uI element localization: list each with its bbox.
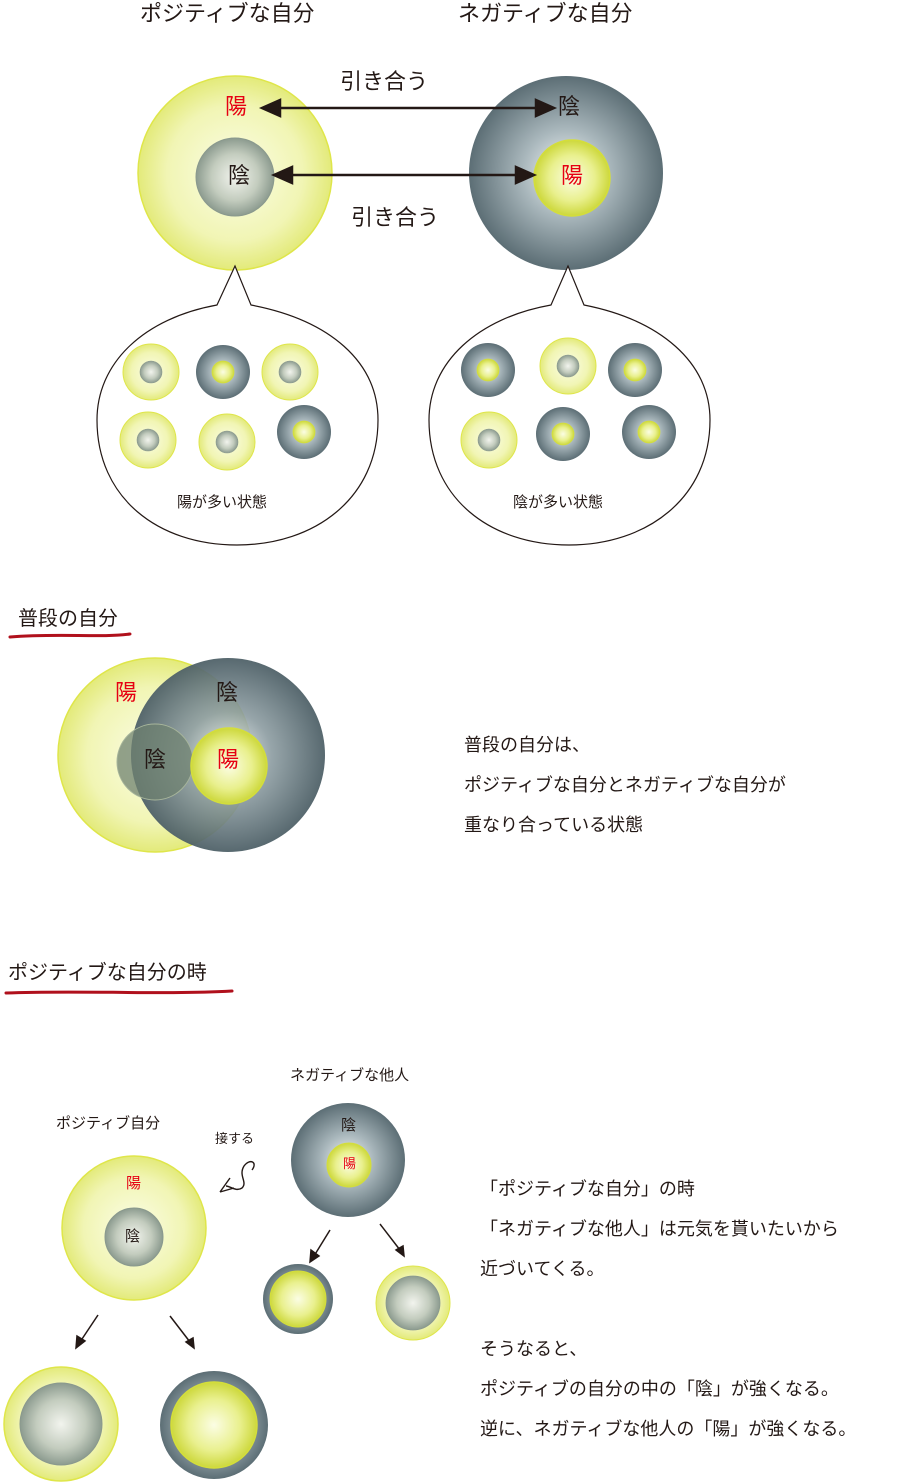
normal-description-line-1: 普段の自分は、 <box>464 735 590 756</box>
normal-inner-yang-label: 陽 <box>217 748 240 773</box>
mini-circle-inner <box>551 422 575 446</box>
negative-self-diagram <box>469 76 663 270</box>
positive-description-line-5: そうなると、 <box>480 1339 588 1360</box>
other-yin-label: 陰 <box>341 1116 357 1134</box>
mini-circle-inner <box>637 420 661 444</box>
mini-circle-inner <box>477 428 501 452</box>
positive-description-line-6: ポジティブの自分の中の「陰」が強くなる。 <box>480 1379 839 1400</box>
result-negative-other-right <box>375 1265 451 1341</box>
positive-inner-yin-circle <box>195 137 275 217</box>
negative-other-label: ネガティブな他人 <box>290 1066 410 1084</box>
result-positive-self-right <box>160 1371 268 1479</box>
positive-description-line-1: 「ポジティブな自分」の時 <box>480 1179 695 1200</box>
normal-description-line-3: 重なり合っている状態 <box>464 815 644 836</box>
positive-bubble-caption: 陽が多い状態 <box>177 493 268 511</box>
positive-description: 「ポジティブな自分」の時 「ネガティブな他人」は元気を貰いたいから 近づいてくる… <box>480 1170 856 1450</box>
negative-self-title: ネガティブな自分 <box>458 2 633 27</box>
positive-self-label: ポジティブ自分 <box>56 1114 161 1132</box>
self-yin-label: 陰 <box>125 1227 141 1245</box>
mini-circle-inner <box>211 360 235 384</box>
positive-description-line-7: 逆に、ネガティブな他人の「陽」が強くなる。 <box>480 1419 857 1440</box>
negative-other-diagram <box>291 1103 405 1217</box>
normal-self-diagram <box>57 657 325 853</box>
split-arrows <box>75 1223 405 1350</box>
positive-self-title: ポジティブな自分 <box>140 2 315 27</box>
mini-circle-inner <box>278 360 302 384</box>
positive-yin-label: 陰 <box>228 164 251 189</box>
mini-circle-inner <box>556 354 580 378</box>
attract-label-top: 引き合う <box>340 70 429 95</box>
mini-circle-inner <box>623 358 647 382</box>
negative-yang-label: 陽 <box>561 164 584 189</box>
self-yang-label: 陽 <box>126 1174 142 1192</box>
other-yang-label: 陽 <box>343 1157 357 1172</box>
bubble-mini-circles <box>119 337 676 471</box>
mini-circle-inner <box>215 430 239 454</box>
mini-circle-inner <box>136 428 160 452</box>
result-negative-other-left <box>263 1264 333 1334</box>
positive-yang-label: 陽 <box>225 95 248 120</box>
section-underline-normal <box>8 632 132 639</box>
attract-label-bottom: 引き合う <box>351 206 440 231</box>
negative-other-inner <box>326 1142 372 1188</box>
normal-inner-yin-label: 陰 <box>144 748 167 773</box>
normal-yang-label: 陽 <box>115 681 138 706</box>
mini-circle-inner <box>139 360 163 384</box>
section-underline-positive <box>4 989 234 995</box>
contact-squiggle-arrow <box>219 1160 255 1193</box>
negative-bubble-caption: 陰が多い状態 <box>513 493 604 511</box>
normal-description-line-2: ポジティブな自分とネガティブな自分が <box>464 775 786 796</box>
negative-speech-bubble <box>428 264 711 546</box>
positive-self-small-diagram <box>61 1155 207 1301</box>
positive-self-inner <box>104 1207 164 1267</box>
positive-description-line-3: 近づいてくる。 <box>480 1259 605 1280</box>
contact-label: 接する <box>215 1132 255 1147</box>
negative-inner-yang-circle <box>533 139 611 217</box>
attract-arrows <box>258 98 558 185</box>
negative-yin-label: 陰 <box>558 95 581 120</box>
mini-circle-inner <box>292 420 316 444</box>
normal-inner-yang-circle <box>190 727 268 805</box>
section-heading-positive: ポジティブな自分の時 <box>8 960 207 984</box>
mini-circle-inner <box>476 358 500 382</box>
positive-description-line-4 <box>480 1290 856 1330</box>
result-positive-self-left <box>3 1366 119 1482</box>
normal-yin-label: 陰 <box>216 681 239 706</box>
positive-description-line-2: 「ネガティブな他人」は元気を貰いたいから <box>480 1219 839 1240</box>
positive-self-diagram <box>137 75 333 271</box>
section-heading-normal: 普段の自分 <box>18 606 118 630</box>
positive-speech-bubble <box>96 264 379 546</box>
